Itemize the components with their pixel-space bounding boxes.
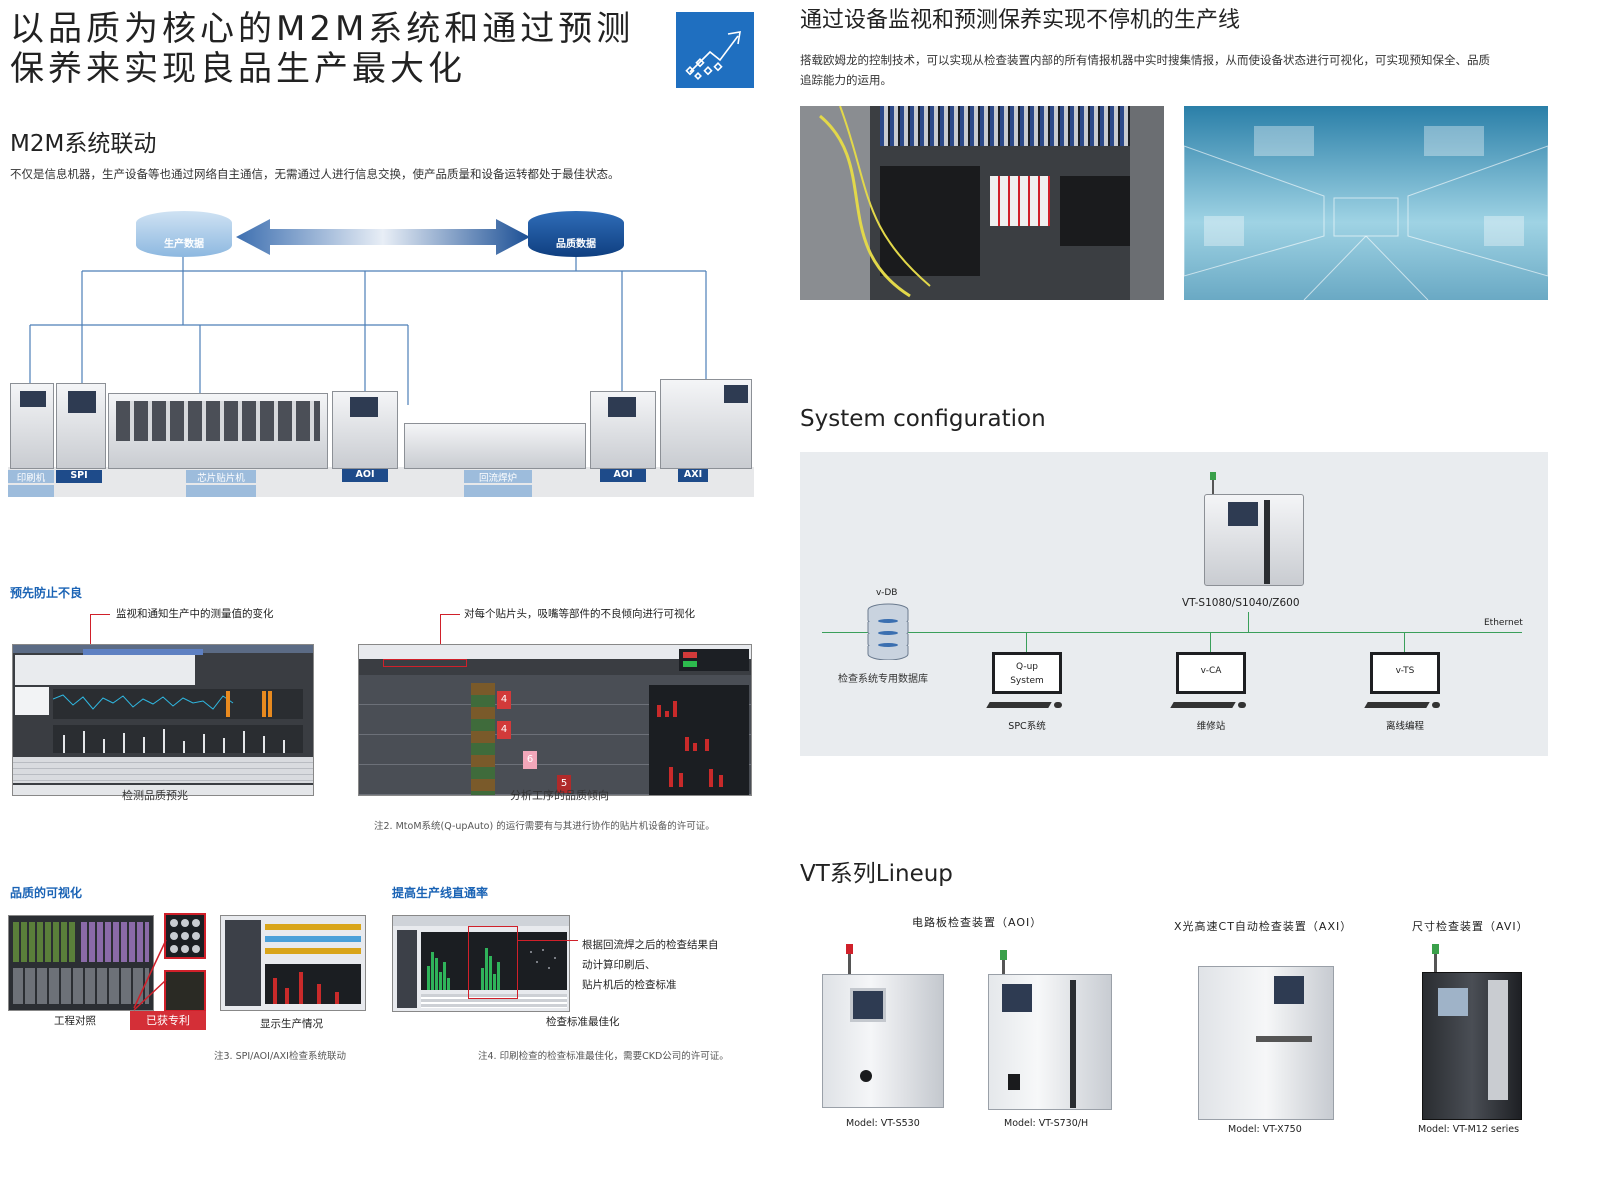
yield-callout-line-3: 贴片机后的检查标准 — [582, 979, 677, 991]
zoom-detail-1 — [164, 913, 206, 959]
axi-screen — [724, 385, 748, 403]
quality-label: 品质的可视化 — [10, 886, 83, 900]
inspection-machine-icon — [1198, 472, 1308, 588]
m2m-heading: M2M系统联动 — [10, 131, 157, 157]
model-vt-s730: Model: VT-S730/H — [1004, 1118, 1089, 1129]
production-data-db — [136, 211, 232, 257]
pc-vts-label: v-TS — [1395, 666, 1415, 676]
quality-data-db — [528, 211, 624, 257]
yield-callout-line — [518, 940, 578, 941]
station-bar-printer — [8, 485, 54, 497]
analysis-screenshot: 4 4 6 5 — [358, 644, 752, 796]
defect-count-4: 5 — [557, 775, 571, 793]
pc-vca: v-CA — [1170, 652, 1246, 714]
factory-photo — [1184, 106, 1548, 300]
pc-vts-caption: 离线编程 — [1385, 721, 1424, 732]
note-2: 注2. MtoM系统(Q-upAuto) 的运行需要有与其进行协作的贴片机设备的… — [374, 821, 715, 832]
note-3: 注3. SPI/AOI/AXI检查系统联动 — [214, 1051, 346, 1062]
pc-qup-line-2: System — [1010, 676, 1044, 686]
defect-count-1: 4 — [497, 691, 511, 709]
m2m-description: 不仅是信息机器，生产设备等也通过网络自主通信，无需通过人进行信息交换，使产品质量… — [10, 167, 620, 181]
monitoring-description-2: 追踪能力的运用。 — [800, 73, 892, 87]
system-diagram: Ethernet v-DB 检查系统专用数据库 VT-S1080/S1040/Z… — [800, 452, 1548, 756]
quality-data-label: 品质数据 — [556, 239, 596, 250]
spi-screen — [68, 391, 96, 413]
yield-callout-line-2: 动计算印刷后、 — [582, 959, 656, 971]
pc-vts: v-TS — [1364, 652, 1440, 714]
machine-vt-m12 — [1420, 944, 1524, 1122]
callout-right: 对每个贴片头，吸嘴等部件的不良倾向进行可视化 — [464, 608, 695, 620]
station-label-printer: 印刷机 — [8, 470, 54, 484]
pc-vca-caption: 维修站 — [1196, 721, 1226, 732]
machine-model-label: VT-S1080/S1040/Z600 — [1182, 597, 1300, 609]
aoi-screen-1 — [350, 397, 378, 417]
lineup-group-axi: X光高速CT自动检查装置（AXI） — [1174, 920, 1353, 933]
model-vt-m12: Model: VT-M12 series — [1418, 1124, 1520, 1135]
prevent-label: 预先防止不良 — [10, 586, 83, 600]
yield-callout-line-1: 根据回流焊之后的检查结果自 — [582, 939, 719, 951]
station-bar-mounter — [186, 485, 256, 497]
callout-line-right — [440, 614, 460, 666]
caption-trend: 检测品质预兆 — [122, 789, 188, 802]
yield-highlight-box — [468, 926, 518, 999]
ethernet-line — [822, 632, 1522, 633]
printer-screen — [20, 391, 46, 407]
vdb-caption: 检查系统专用数据库 — [838, 674, 928, 685]
yield-label: 提高生产线直通率 — [392, 886, 489, 900]
station-label-aoi-2: AOI — [600, 469, 646, 482]
page-title-line2: 保养来实现良品生产最大化 — [10, 49, 466, 89]
note-4: 注4. 印刷检查的检查标准最佳化，需要CKD公司的许可证。 — [478, 1051, 729, 1062]
machine-vt-x750 — [1196, 960, 1336, 1122]
station-bar-reflow — [464, 485, 532, 497]
vdb-label: v-DB — [876, 588, 898, 598]
page-title-line1: 以品质为核心的M2M系统和通过预测 — [10, 9, 635, 49]
model-vt-x750: Model: VT-X750 — [1228, 1124, 1302, 1135]
aoi-screen-2 — [608, 397, 636, 417]
system-heading: System configuration — [800, 406, 1046, 432]
yield-callout: 根据回流焊之后的检查结果自 动计算印刷后、 贴片机后的检查标准 — [582, 935, 719, 995]
caption-analysis: 分析工序的品质倾向 — [510, 789, 609, 802]
machine-vt-s730 — [986, 950, 1114, 1112]
machine-vt-s530 — [820, 944, 946, 1112]
station-label-aoi-1: AOI — [342, 469, 388, 482]
pc-vca-label: v-CA — [1200, 666, 1222, 676]
yield-screenshot — [392, 915, 570, 1012]
reflow-machine — [404, 423, 586, 469]
lineup-group-avi: 尺寸检查装置（AVI） — [1412, 920, 1529, 933]
defect-count-3: 6 — [523, 751, 537, 769]
model-vt-s530: Model: VT-S530 — [846, 1118, 920, 1129]
zoom-detail-2 — [164, 970, 206, 1012]
control-panel-photo — [800, 106, 1164, 300]
trend-arrow-icon — [676, 12, 754, 88]
pc-qup: Q-up System — [986, 652, 1062, 714]
callout-left: 监视和通知生产中的测量值的变化 — [116, 608, 274, 620]
m2m-diagram: 生产数据 品质数据 印刷机 SPI 芯片贴片机 AOI 回流焊炉 AOI AXI — [8, 205, 756, 500]
station-label-reflow: 回流焊炉 — [464, 470, 532, 484]
monitoring-description-1: 搭载欧姆龙的控制技术，可以实现从检查装置内部的所有情报机器中实时搜集情报，从而使… — [800, 53, 1490, 67]
lineup-group-aoi: 电路板检查装置（AOI） — [912, 916, 1043, 929]
caption-status: 显示生产情况 — [260, 1018, 323, 1030]
lineup-heading: VT系列Lineup — [800, 861, 953, 887]
monitoring-heading: 通过设备监视和预测保养实现不停机的生产线 — [800, 8, 1241, 33]
patent-badge: 已获专利 — [130, 1011, 206, 1030]
process-compare-screenshot — [8, 915, 154, 1011]
database-icon — [866, 600, 910, 661]
mounter-panels — [116, 401, 320, 441]
production-data-label: 生产数据 — [164, 239, 204, 250]
production-status-screenshot — [220, 915, 366, 1011]
pc-qup-caption: SPC系统 — [1008, 721, 1046, 732]
pc-qup-line-1: Q-up — [1016, 662, 1038, 672]
defect-count-2: 4 — [497, 721, 511, 739]
station-label-axi: AXI — [678, 469, 708, 482]
caption-process: 工程对照 — [54, 1015, 96, 1027]
caption-yield: 检查标准最佳化 — [546, 1016, 620, 1028]
station-label-spi: SPI — [56, 470, 102, 483]
station-label-mounter: 芯片贴片机 — [186, 470, 256, 484]
ethernet-label: Ethernet — [1484, 618, 1523, 628]
trend-monitor-screenshot — [12, 644, 314, 796]
